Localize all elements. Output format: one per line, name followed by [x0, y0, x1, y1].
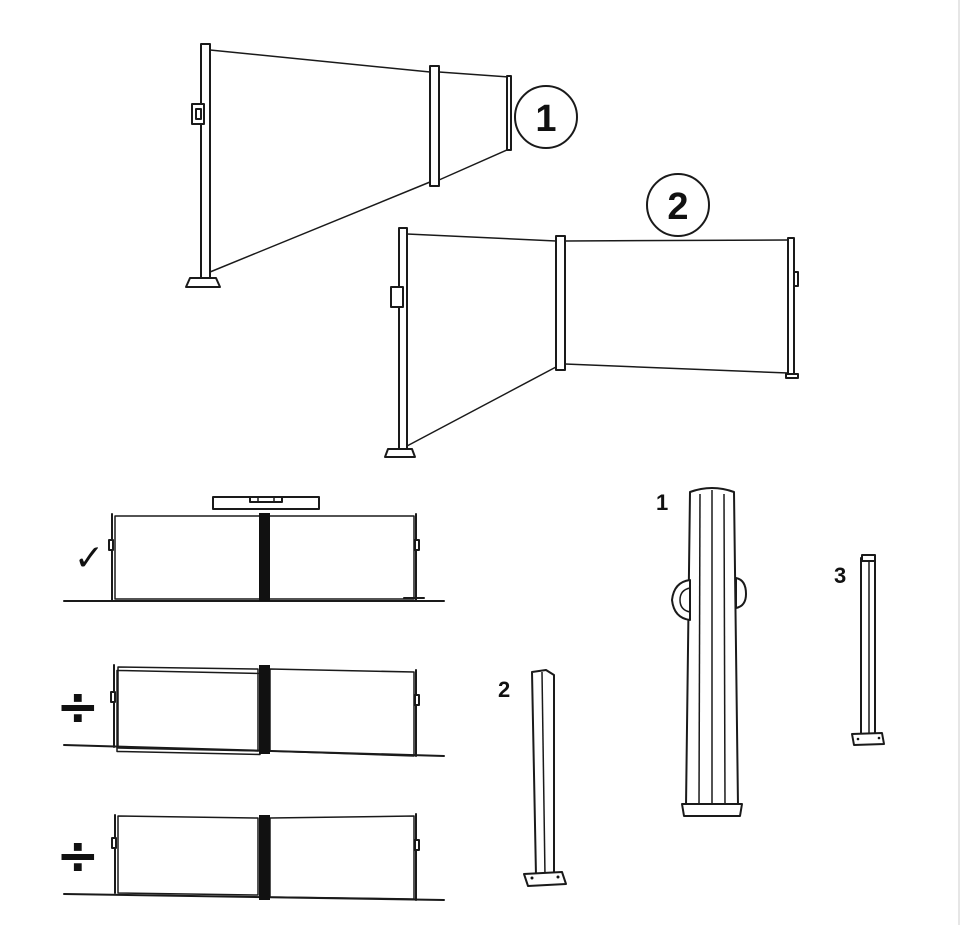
step-2-base-plate	[384, 448, 416, 458]
step-1-badge: 1	[514, 85, 578, 149]
spirit-level	[212, 496, 320, 510]
part-3-label: 3	[834, 563, 846, 588]
check-mark: ✓	[74, 538, 104, 579]
part-2-base	[523, 871, 567, 887]
level-row-wrong-2	[63, 813, 445, 901]
step-2-number: 2	[667, 186, 688, 228]
step-2-post	[398, 227, 408, 452]
part-3-base	[851, 732, 885, 746]
step-1-handle	[191, 103, 205, 125]
not-equal-mark-2: ÷	[56, 826, 100, 886]
step-1-base-plate	[185, 277, 221, 288]
part-1-handle-left	[671, 579, 691, 621]
level-row-correct	[63, 513, 445, 602]
part-2-label: 2	[498, 677, 510, 702]
step-2-handle	[390, 286, 404, 308]
level-row-wrong-1	[63, 664, 445, 757]
part-3-side-post	[851, 554, 885, 746]
step-2-end-post	[787, 237, 795, 377]
step-1-mid-pole	[429, 65, 440, 187]
part-1-label: 1	[656, 490, 668, 515]
right-edge-divider	[958, 0, 960, 925]
step-1-post	[200, 43, 211, 281]
part-1-base	[681, 803, 743, 817]
step-2-screen	[384, 227, 799, 458]
part-1-handle-right	[735, 577, 747, 609]
not-equal-mark-1: ÷	[56, 677, 100, 737]
step-2-fabric-left	[406, 233, 557, 447]
step-1-fabric	[209, 49, 431, 273]
part-1-cassette-post	[671, 487, 747, 817]
step-2-fabric-right	[564, 239, 789, 374]
step-1-number: 1	[535, 98, 556, 140]
step-2-badge: 2	[646, 173, 710, 237]
step-1-screen	[185, 43, 512, 288]
step-2-mid-pole	[555, 235, 566, 371]
step-1-end-bar	[506, 75, 512, 151]
part-2-end-post	[523, 669, 567, 887]
